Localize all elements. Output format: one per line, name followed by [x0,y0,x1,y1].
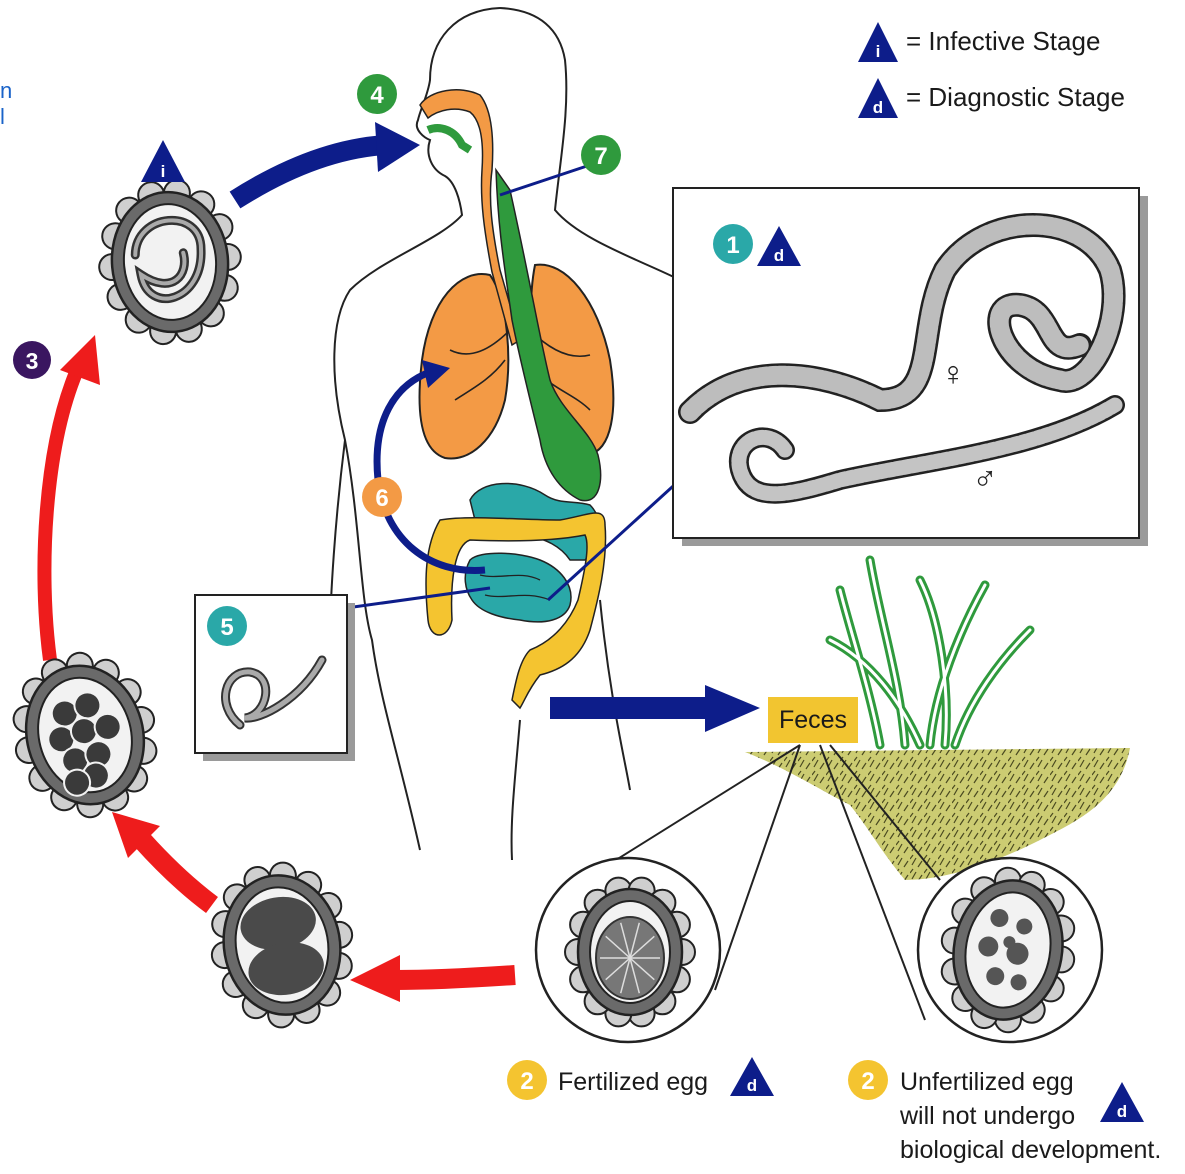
egg-multicell [0,638,175,832]
step-6-label: 6 [375,485,388,512]
step-5-label: 5 [220,614,233,641]
legend-infective-label: = Infective Stage [906,26,1100,57]
step-badge-4: 4 [357,74,397,114]
triangle-diagnostic-unfertilized: d [1100,1082,1144,1122]
triangle-infective-egg: i [141,140,185,182]
egg-two-cell [198,853,366,1038]
step-2-label-a: 2 [520,1068,533,1095]
step-badge-1: 1 [713,224,753,264]
step-1-label: 1 [726,232,739,259]
adult-diagnostic-symbol: d [774,246,784,265]
triangle-diagnostic-legend: d [858,78,898,118]
step-7-label: 7 [594,143,607,170]
unfertilized-diagnostic-symbol: d [1117,1102,1127,1121]
step-badge-2-unfertilized: 2 [848,1060,888,1100]
egg-fertilized [565,878,695,1027]
edge-text-fragment-2: l [0,104,5,130]
female-symbol: ♀ [940,355,966,393]
step-2-label-b: 2 [861,1068,874,1095]
fertilized-egg-label: Fertilized egg [558,1066,708,1098]
triangle-diagnostic-fertilized: d [730,1057,774,1096]
intestines [426,484,606,708]
step-3-label: 3 [26,348,39,374]
legend-diagnostic-label: = Diagnostic Stage [906,82,1125,113]
step-badge-6: 6 [362,477,402,517]
step-badge-2-fertilized: 2 [507,1060,547,1100]
step-badge-5: 5 [207,606,247,646]
egg-embryonated-larva [92,175,248,349]
step-badge-3: 3 [13,341,51,379]
feces-label: Feces [768,697,858,743]
legend-diagnostic-symbol: d [873,98,883,117]
fertilized-diagnostic-symbol: d [747,1076,757,1095]
unfertilized-line-3: biological development. [900,1134,1161,1166]
egg-infective-symbol: i [161,162,166,181]
male-symbol: ♂ [972,460,998,498]
legend-infective-symbol: i [876,42,881,61]
unfertilized-line-2: will not undergo [900,1100,1075,1132]
step-badge-7: 7 [581,135,621,175]
unfertilized-line-1: Unfertilized egg [900,1066,1074,1098]
triangle-infective-legend: i [858,22,898,62]
step-4-label: 4 [370,82,384,109]
edge-text-fragment-1: n [0,78,12,104]
